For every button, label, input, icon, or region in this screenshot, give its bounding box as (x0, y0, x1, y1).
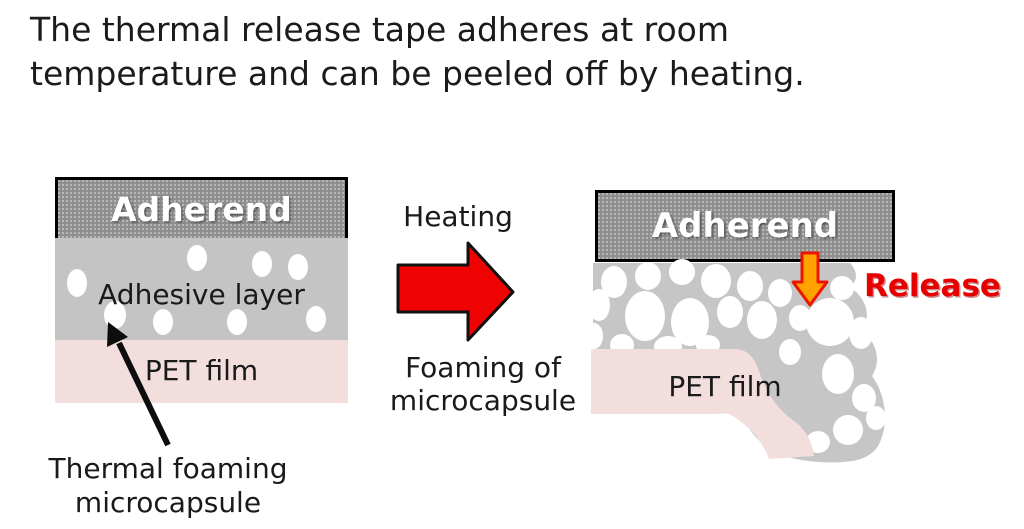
left-adherend-box: Adherend (55, 177, 348, 238)
page-title: The thermal release tape adheres at room… (30, 8, 990, 96)
callout-line-2: microcapsule (74, 486, 262, 519)
heating-arrow-icon (396, 241, 515, 342)
right-adherend-label: Adherend (651, 206, 839, 246)
right-adherend-box: Adherend (595, 190, 895, 262)
left-pet-film-layer (55, 340, 348, 403)
release-label: Release (864, 268, 1001, 304)
title-line-2: temperature and can be peeled off by hea… (30, 54, 805, 93)
thermal-foaming-callout: Thermal foaming microcapsule (38, 452, 298, 520)
title-line-1: The thermal release tape adheres at room (30, 10, 729, 49)
foaming-line-1: Foaming of (405, 351, 561, 384)
left-adherend-label: Adherend (111, 189, 292, 229)
left-pet-film-label: PET film (144, 354, 259, 387)
foam-blob (593, 263, 886, 463)
right-pet-film-curl (591, 349, 814, 459)
right-pet-film-label: PET film (668, 370, 782, 403)
foam-bubbles (585, 259, 886, 456)
adhesive-layer-label: Adhesive layer (98, 278, 305, 311)
heating-label: Heating (403, 200, 513, 233)
foaming-line-2: microcapsule (389, 384, 577, 417)
foaming-caption: Foaming of microcapsule (378, 351, 588, 417)
callout-line-1: Thermal foaming (48, 452, 288, 485)
